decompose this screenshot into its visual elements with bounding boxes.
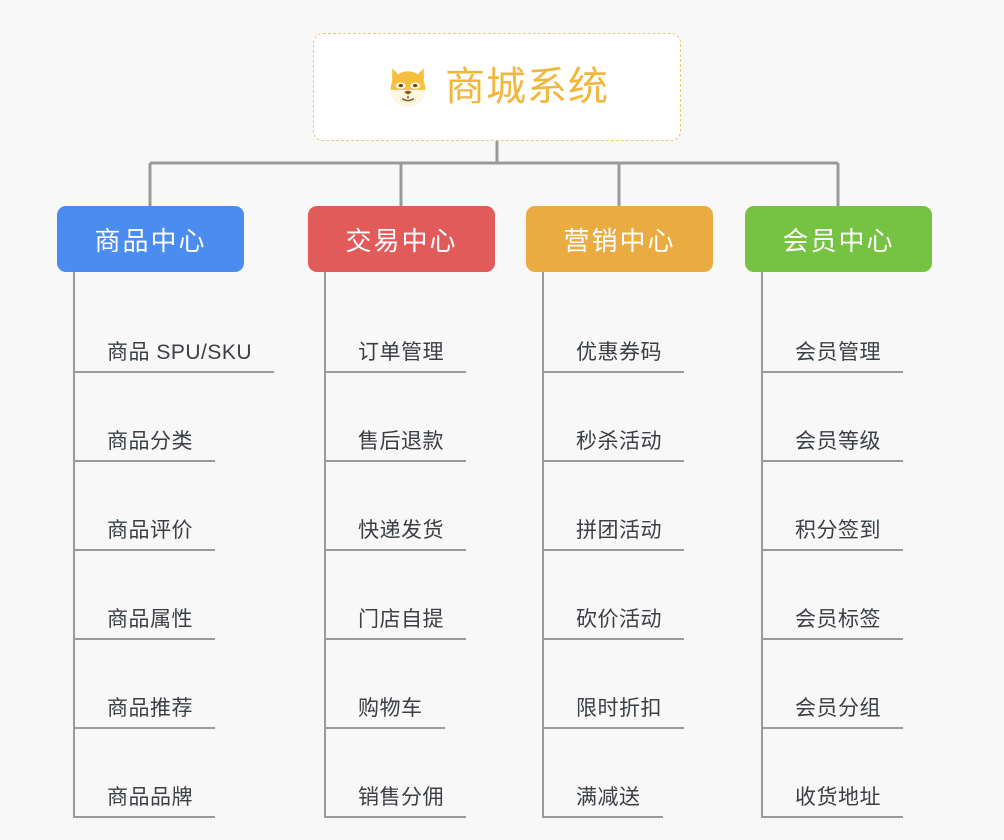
list-item[interactable]: 销售分佣 [326, 729, 528, 818]
list-item-label: 优惠券码 [576, 340, 662, 364]
list-item-label: 购物车 [358, 696, 423, 720]
list-item-underline: 会员等级 [763, 430, 903, 462]
list-item[interactable]: 商品推荐 [75, 640, 277, 729]
list-item-label: 商品属性 [107, 607, 193, 631]
category-header-label: 会员中心 [782, 225, 895, 256]
list-item-label: 会员标签 [795, 607, 881, 631]
list-item-underline: 优惠券码 [544, 341, 684, 373]
list-item[interactable]: 快递发货 [326, 462, 528, 551]
list-item[interactable]: 门店自提 [326, 551, 528, 640]
category-header-trade-center[interactable]: 交易中心 [308, 206, 495, 272]
list-item-underline: 购物车 [326, 697, 445, 729]
list-item[interactable]: 优惠券码 [544, 284, 746, 373]
list-item[interactable]: 商品 SPU/SKU [75, 284, 277, 373]
category-column-4: 会员中心会员管理会员等级积分签到会员标签会员分组收货地址 [745, 206, 965, 818]
list-item[interactable]: 满减送 [544, 729, 746, 818]
list-item-underline: 限时折扣 [544, 697, 684, 729]
list-item[interactable]: 会员等级 [763, 373, 965, 462]
dog-face-icon [390, 68, 426, 108]
category-item-list: 优惠券码秒杀活动拼团活动砍价活动限时折扣满减送 [542, 272, 746, 818]
list-item[interactable]: 积分签到 [763, 462, 965, 551]
category-header-label: 营销中心 [563, 225, 676, 256]
list-item[interactable]: 商品品牌 [75, 729, 277, 818]
category-header-label: 商品中心 [94, 225, 207, 256]
list-item-underline: 满减送 [544, 786, 663, 818]
category-column-3: 营销中心优惠券码秒杀活动拼团活动砍价活动限时折扣满减送 [526, 206, 746, 818]
list-item[interactable]: 售后退款 [326, 373, 528, 462]
root-title: 商城系统 [445, 65, 609, 109]
list-item[interactable]: 购物车 [326, 640, 528, 729]
list-item-label: 订单管理 [358, 340, 444, 364]
category-column-1: 商品中心商品 SPU/SKU 商品分类商品评价商品属性商品推荐商品品牌 [57, 206, 277, 818]
list-item-underline: 商品品牌 [75, 786, 215, 818]
list-item[interactable]: 秒杀活动 [544, 373, 746, 462]
category-item-list: 商品 SPU/SKU 商品分类商品评价商品属性商品推荐商品品牌 [73, 272, 277, 818]
list-item-underline: 订单管理 [326, 341, 466, 373]
list-item-underline: 商品推荐 [75, 697, 215, 729]
list-item-underline: 商品分类 [75, 430, 215, 462]
list-item-underline: 快递发货 [326, 519, 466, 551]
list-item-underline: 销售分佣 [326, 786, 466, 818]
category-header-label: 交易中心 [345, 225, 458, 256]
list-item-label: 商品 SPU/SKU [107, 340, 253, 364]
list-item[interactable]: 会员管理 [763, 284, 965, 373]
list-item-underline: 秒杀活动 [544, 430, 684, 462]
list-item-label: 满减送 [576, 785, 641, 809]
list-item-label: 拼团活动 [576, 518, 662, 542]
list-item[interactable]: 限时折扣 [544, 640, 746, 729]
list-item[interactable]: 拼团活动 [544, 462, 746, 551]
root-node[interactable]: 商城系统 [313, 33, 681, 141]
list-item-label: 收货地址 [795, 785, 881, 809]
list-item-underline: 会员分组 [763, 697, 903, 729]
list-item-label: 商品品牌 [107, 785, 193, 809]
list-item-label: 限时折扣 [576, 696, 662, 720]
list-item-label: 会员等级 [795, 429, 881, 453]
list-item-label: 商品推荐 [107, 696, 193, 720]
list-item-label: 快递发货 [358, 518, 444, 542]
list-item[interactable]: 订单管理 [326, 284, 528, 373]
list-item-label: 会员分组 [795, 696, 881, 720]
list-item-label: 门店自提 [358, 607, 444, 631]
list-item-label: 积分签到 [795, 518, 881, 542]
list-item-underline: 会员管理 [763, 341, 903, 373]
list-item-underline: 商品属性 [75, 608, 215, 640]
list-item[interactable]: 砍价活动 [544, 551, 746, 640]
list-item-underline: 会员标签 [763, 608, 903, 640]
list-item-label: 秒杀活动 [576, 429, 662, 453]
category-header-product-center[interactable]: 商品中心 [57, 206, 244, 272]
list-item-underline: 收货地址 [763, 786, 903, 818]
category-column-2: 交易中心订单管理售后退款快递发货门店自提购物车销售分佣 [308, 206, 528, 818]
list-item[interactable]: 会员标签 [763, 551, 965, 640]
list-item-label: 会员管理 [795, 340, 881, 364]
list-item-underline: 售后退款 [326, 430, 466, 462]
list-item-underline: 商品评价 [75, 519, 215, 551]
list-item[interactable]: 商品属性 [75, 551, 277, 640]
category-header-marketing-center[interactable]: 营销中心 [526, 206, 713, 272]
list-item-underline: 拼团活动 [544, 519, 684, 551]
list-item-label: 商品分类 [107, 429, 193, 453]
list-item-label: 商品评价 [107, 518, 193, 542]
category-item-list: 订单管理售后退款快递发货门店自提购物车销售分佣 [324, 272, 528, 818]
category-item-list: 会员管理会员等级积分签到会员标签会员分组收货地址 [761, 272, 965, 818]
list-item-label: 销售分佣 [358, 785, 444, 809]
list-item[interactable]: 收货地址 [763, 729, 965, 818]
list-item-underline: 砍价活动 [544, 608, 684, 640]
list-item-underline: 积分签到 [763, 519, 903, 551]
list-item[interactable]: 会员分组 [763, 640, 965, 729]
list-item-label: 砍价活动 [576, 607, 662, 631]
list-item-underline: 门店自提 [326, 608, 466, 640]
list-item-underline: 商品 SPU/SKU [75, 340, 275, 373]
list-item[interactable]: 商品评价 [75, 462, 277, 551]
list-item-label: 售后退款 [358, 429, 444, 453]
category-header-member-center[interactable]: 会员中心 [745, 206, 932, 272]
list-item[interactable]: 商品分类 [75, 373, 277, 462]
